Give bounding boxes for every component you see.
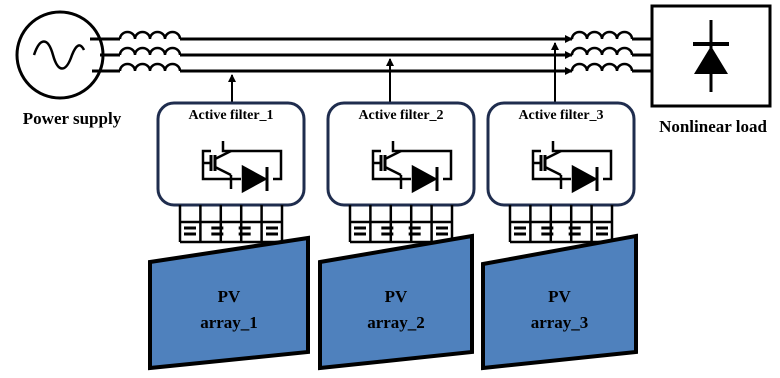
pv-array-label-line2: array_3 [531, 313, 589, 332]
dc-link-wiring [348, 205, 454, 244]
pv-array-panel [148, 235, 310, 371]
igbt-diode-icon [531, 141, 613, 194]
pv-array-panel [318, 233, 474, 371]
active-filter-unit-3: Active filter_3PV array_3 [481, 42, 638, 371]
active-filter-units: Active filter_1PV array_1 Active filter_2P… [148, 42, 638, 371]
source-inductor-icon [118, 30, 182, 72]
dc-link-wiring [508, 205, 614, 244]
igbt-diode-icon [371, 141, 453, 194]
pv-array-label-line1: PV [385, 287, 408, 306]
pv-array-label-line2: array_1 [200, 313, 258, 332]
active-filter-label: Active filter_1 [188, 108, 273, 123]
power-supply-label: Power supply [23, 109, 122, 128]
nonlinear-load-box [650, 4, 772, 108]
active-filter-label: Active filter_2 [358, 108, 443, 123]
load-inductor-icon [570, 30, 634, 72]
three-phase-bus [90, 35, 652, 75]
active-filter-unit-1: Active filter_1PV array_1 [148, 74, 310, 371]
ac-source-icon [15, 10, 105, 100]
active-filter-unit-2: Active filter_2PV array_2 [318, 58, 476, 371]
pv-array-label-line2: array_2 [367, 313, 425, 332]
diode-icon [693, 20, 729, 92]
pv-array-panel [481, 233, 638, 371]
dc-link-wiring [178, 205, 284, 244]
igbt-diode-icon [201, 141, 283, 194]
pv-array-label-line1: PV [548, 287, 571, 306]
nonlinear-load-label: Nonlinear load [659, 117, 767, 136]
pv-array-label-line1: PV [218, 287, 241, 306]
active-filter-label: Active filter_3 [518, 108, 603, 123]
